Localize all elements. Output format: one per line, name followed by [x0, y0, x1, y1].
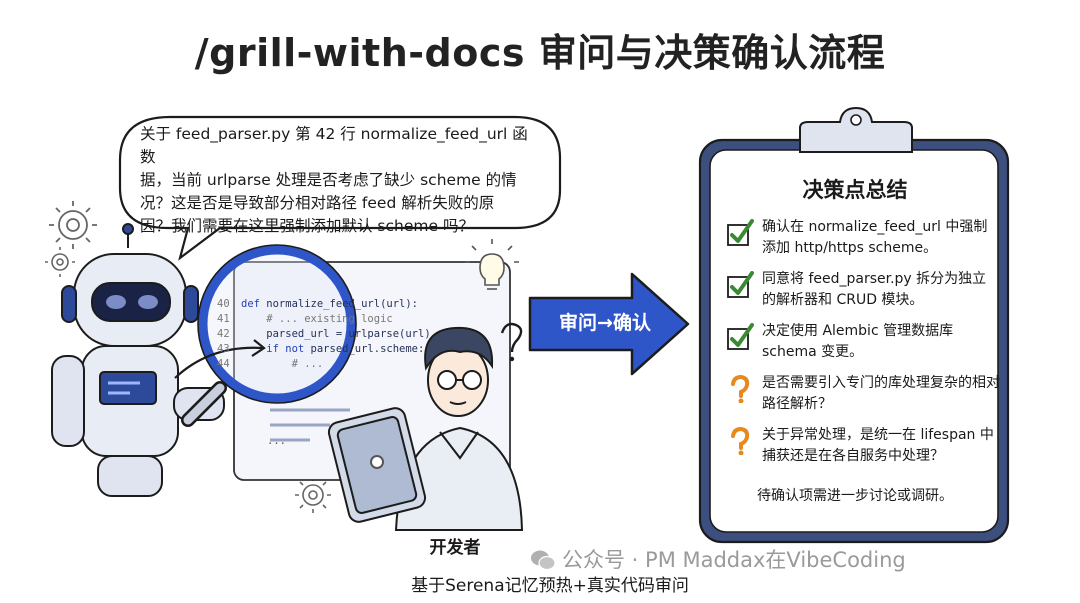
wechat-icon: [531, 550, 556, 571]
line-number: 42: [217, 328, 230, 340]
checkmark-icon: [727, 323, 754, 350]
code-keyword: def: [241, 298, 260, 310]
line-number: 44: [217, 358, 230, 370]
decision-item-pending: 是否需要引入专门的库处理复杂的相对路径解析？: [731, 373, 1000, 415]
robot-icon: [51, 223, 225, 497]
magnifier-icon: [174, 244, 357, 427]
developer-label: 开发者: [429, 538, 481, 558]
checkmark-icon: [727, 271, 754, 298]
line-number: 41: [217, 313, 230, 325]
speech-bubble-text: 关于 feed_parser.py 第 42 行 normalize_feed_…: [140, 123, 540, 238]
code-line: 43 if not parsed_url.scheme:: [217, 342, 437, 357]
speech-line: 因？我们需要在这里强制添加默认 scheme 吗？: [140, 217, 474, 235]
code-line: 40 def normalize_feed_url(url):: [217, 297, 437, 312]
code-line: 42 parsed_url = urlparse(url): [217, 327, 437, 342]
arrow-label: 审问→确认: [559, 312, 651, 334]
code-text: parsed_url = urlparse(url): [241, 328, 431, 340]
code-snippet: 40 def normalize_feed_url(url): 41 # ... …: [217, 297, 437, 449]
code-text: normalize_feed_url(url):: [259, 298, 419, 310]
decision-item-pending: 关于异常处理，是统一在 lifespan 中捕获还是在各自服务中处理？: [731, 425, 1000, 467]
gear-icon: [49, 201, 97, 249]
decision-text: 同意将 feed_parser.py 拆分为独立的解析器和 CRUD 模块。: [762, 271, 987, 308]
decision-item-confirmed: 确认在 normalize_feed_url 中强制添加 http/https …: [727, 217, 1000, 259]
watermark-text: 公众号 · PM Maddax在VibeCoding: [562, 548, 906, 572]
gear-icon: [295, 477, 331, 513]
code-comment: # ... existing logic: [241, 313, 393, 325]
tablet-icon: [327, 407, 427, 523]
code-line: 44 # ...: [217, 357, 437, 372]
footnote: 基于Serena记忆预热+真实代码审问: [411, 576, 689, 596]
speech-line: 关于 feed_parser.py 第 42 行 normalize_feed_…: [140, 125, 528, 166]
page-title: /grill-with-docs 审问与决策确认流程: [194, 31, 886, 75]
process-arrow: [528, 272, 690, 376]
line-number: 40: [217, 298, 230, 310]
decision-text: 是否需要引入专门的库处理复杂的相对路径解析？: [762, 375, 1000, 412]
code-ellipsis: ...: [267, 435, 286, 447]
decision-text: 确认在 normalize_feed_url 中强制添加 http/https …: [762, 219, 988, 256]
decision-item-confirmed: 同意将 feed_parser.py 拆分为独立的解析器和 CRUD 模块。: [727, 269, 1000, 311]
code-line: 41 # ... existing logic: [217, 312, 437, 327]
decision-summary-title: 决策点总结: [802, 178, 908, 202]
checkmark-icon: [727, 219, 754, 246]
speech-line: 况？这是否是导致部分相对路径 feed 解析失败的原: [140, 194, 495, 212]
code-keyword: if not: [241, 343, 305, 355]
watermark: 公众号 · PM Maddax在VibeCoding: [530, 544, 1050, 574]
lightbulb-icon: [465, 239, 519, 290]
decision-item-confirmed: 决定使用 Alembic 管理数据库 schema 变更。: [727, 321, 1000, 363]
question-mark-icon: [500, 322, 523, 362]
decision-summary-footer: 待确认项需进一步讨论或调研。: [757, 488, 953, 504]
decision-text: 决定使用 Alembic 管理数据库 schema 变更。: [762, 323, 954, 360]
speech-bubble: [118, 115, 562, 261]
question-mark-icon: [731, 375, 750, 403]
decision-list: 确认在 normalize_feed_url 中强制添加 http/https …: [727, 217, 1000, 477]
developer-figure: [394, 326, 524, 531]
speech-line: 据，当前 urlparse 处理是否考虑了缺少 scheme 的情: [140, 171, 517, 189]
decision-text: 关于异常处理，是统一在 lifespan 中捕获还是在各自服务中处理？: [762, 427, 994, 464]
line-number: 43: [217, 343, 230, 355]
clipboard: [698, 106, 1010, 544]
code-text: parsed_url.scheme:: [304, 343, 425, 355]
gear-icon: [45, 247, 75, 277]
code-comment: # ...: [241, 358, 324, 370]
question-mark-icon: [731, 427, 750, 455]
